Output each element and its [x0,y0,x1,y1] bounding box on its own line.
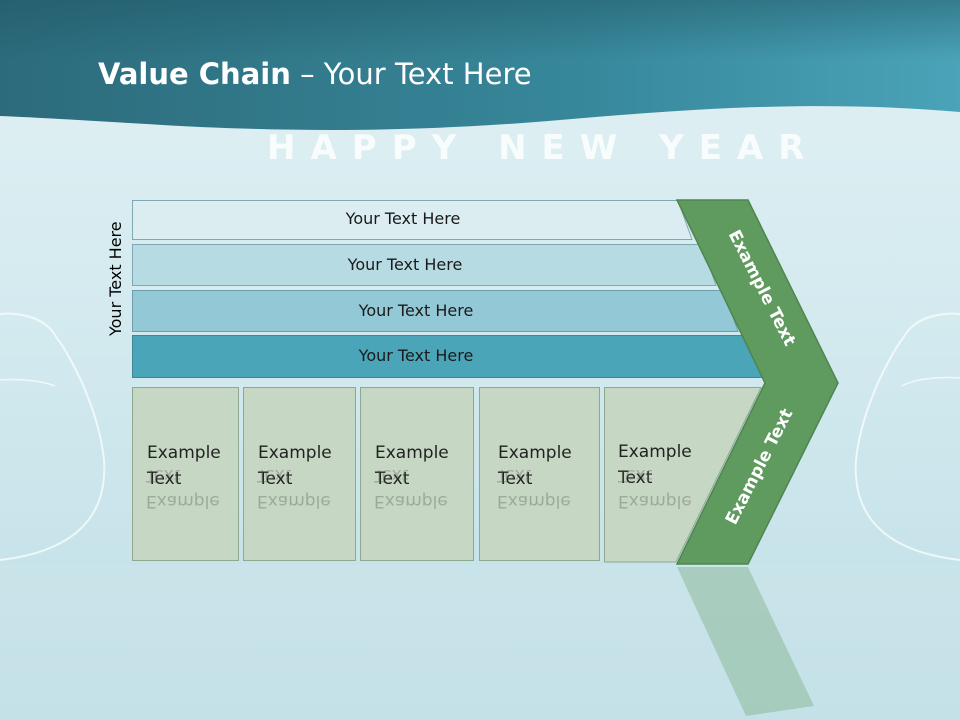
example-box-1-label: Example Text [147,443,221,489]
reflection-chevron-shape [677,567,814,716]
reflection-box-2: Example Text [243,446,356,566]
bar-2[interactable]: Your Text Here [132,244,718,286]
reflection-box-2-label: Example Text [257,465,331,511]
bar-3[interactable]: Your Text Here [132,290,740,332]
example-box-2-label: Example Text [258,443,332,489]
bar-1[interactable]: Your Text Here [132,200,694,241]
example-box-3-label: Example Text [375,443,449,489]
reflection-chevron [676,566,816,716]
side-label: Your Text Here [106,221,125,336]
example-box-2[interactable]: Example Text [243,387,356,561]
left-glass-bowl [0,312,106,561]
reflection-box-4-label: Example Text [497,465,571,511]
reflection-box-5: Example Text [604,446,725,566]
page-title: Value Chain – Your Text Here [98,55,532,93]
green-chevron[interactable] [676,199,842,566]
example-box-5[interactable]: Example Text [604,387,764,563]
title-rest: – Your Text Here [290,57,532,91]
bar-3-shape [132,290,739,332]
reflection-box-1-label: Example Text [146,465,220,511]
bar-3-label: Your Text Here [358,301,474,320]
right-glass-bowl [854,312,960,561]
bar-4-label: Your Text Here [358,346,474,365]
example-box-5-shape [604,387,762,563]
happy-new-year-watermark: HAPPY NEW YEAR [267,128,820,168]
bar-2-shape [132,244,717,286]
title-bold: Value Chain [98,57,291,91]
reflection-box-4: Example Text [479,446,600,566]
example-box-1[interactable]: Example Text [132,387,239,561]
bar-2-label: Your Text Here [347,255,463,274]
bar-4[interactable]: Your Text Here [132,335,764,378]
example-box-4-label: Example Text [498,443,572,489]
reflection-box-3-label: Example Text [374,465,448,511]
example-box-5-label: Example Text [618,442,692,488]
example-box-4[interactable]: Example Text [479,387,600,561]
example-box-3[interactable]: Example Text [360,387,474,561]
bar-1-label: Your Text Here [345,209,461,228]
reflection-box-5-label: Example Text [618,465,692,511]
reflection-box-1: Example Text [132,446,239,566]
bar-1-shape [132,200,693,240]
reflection-box-3: Example Text [360,446,474,566]
